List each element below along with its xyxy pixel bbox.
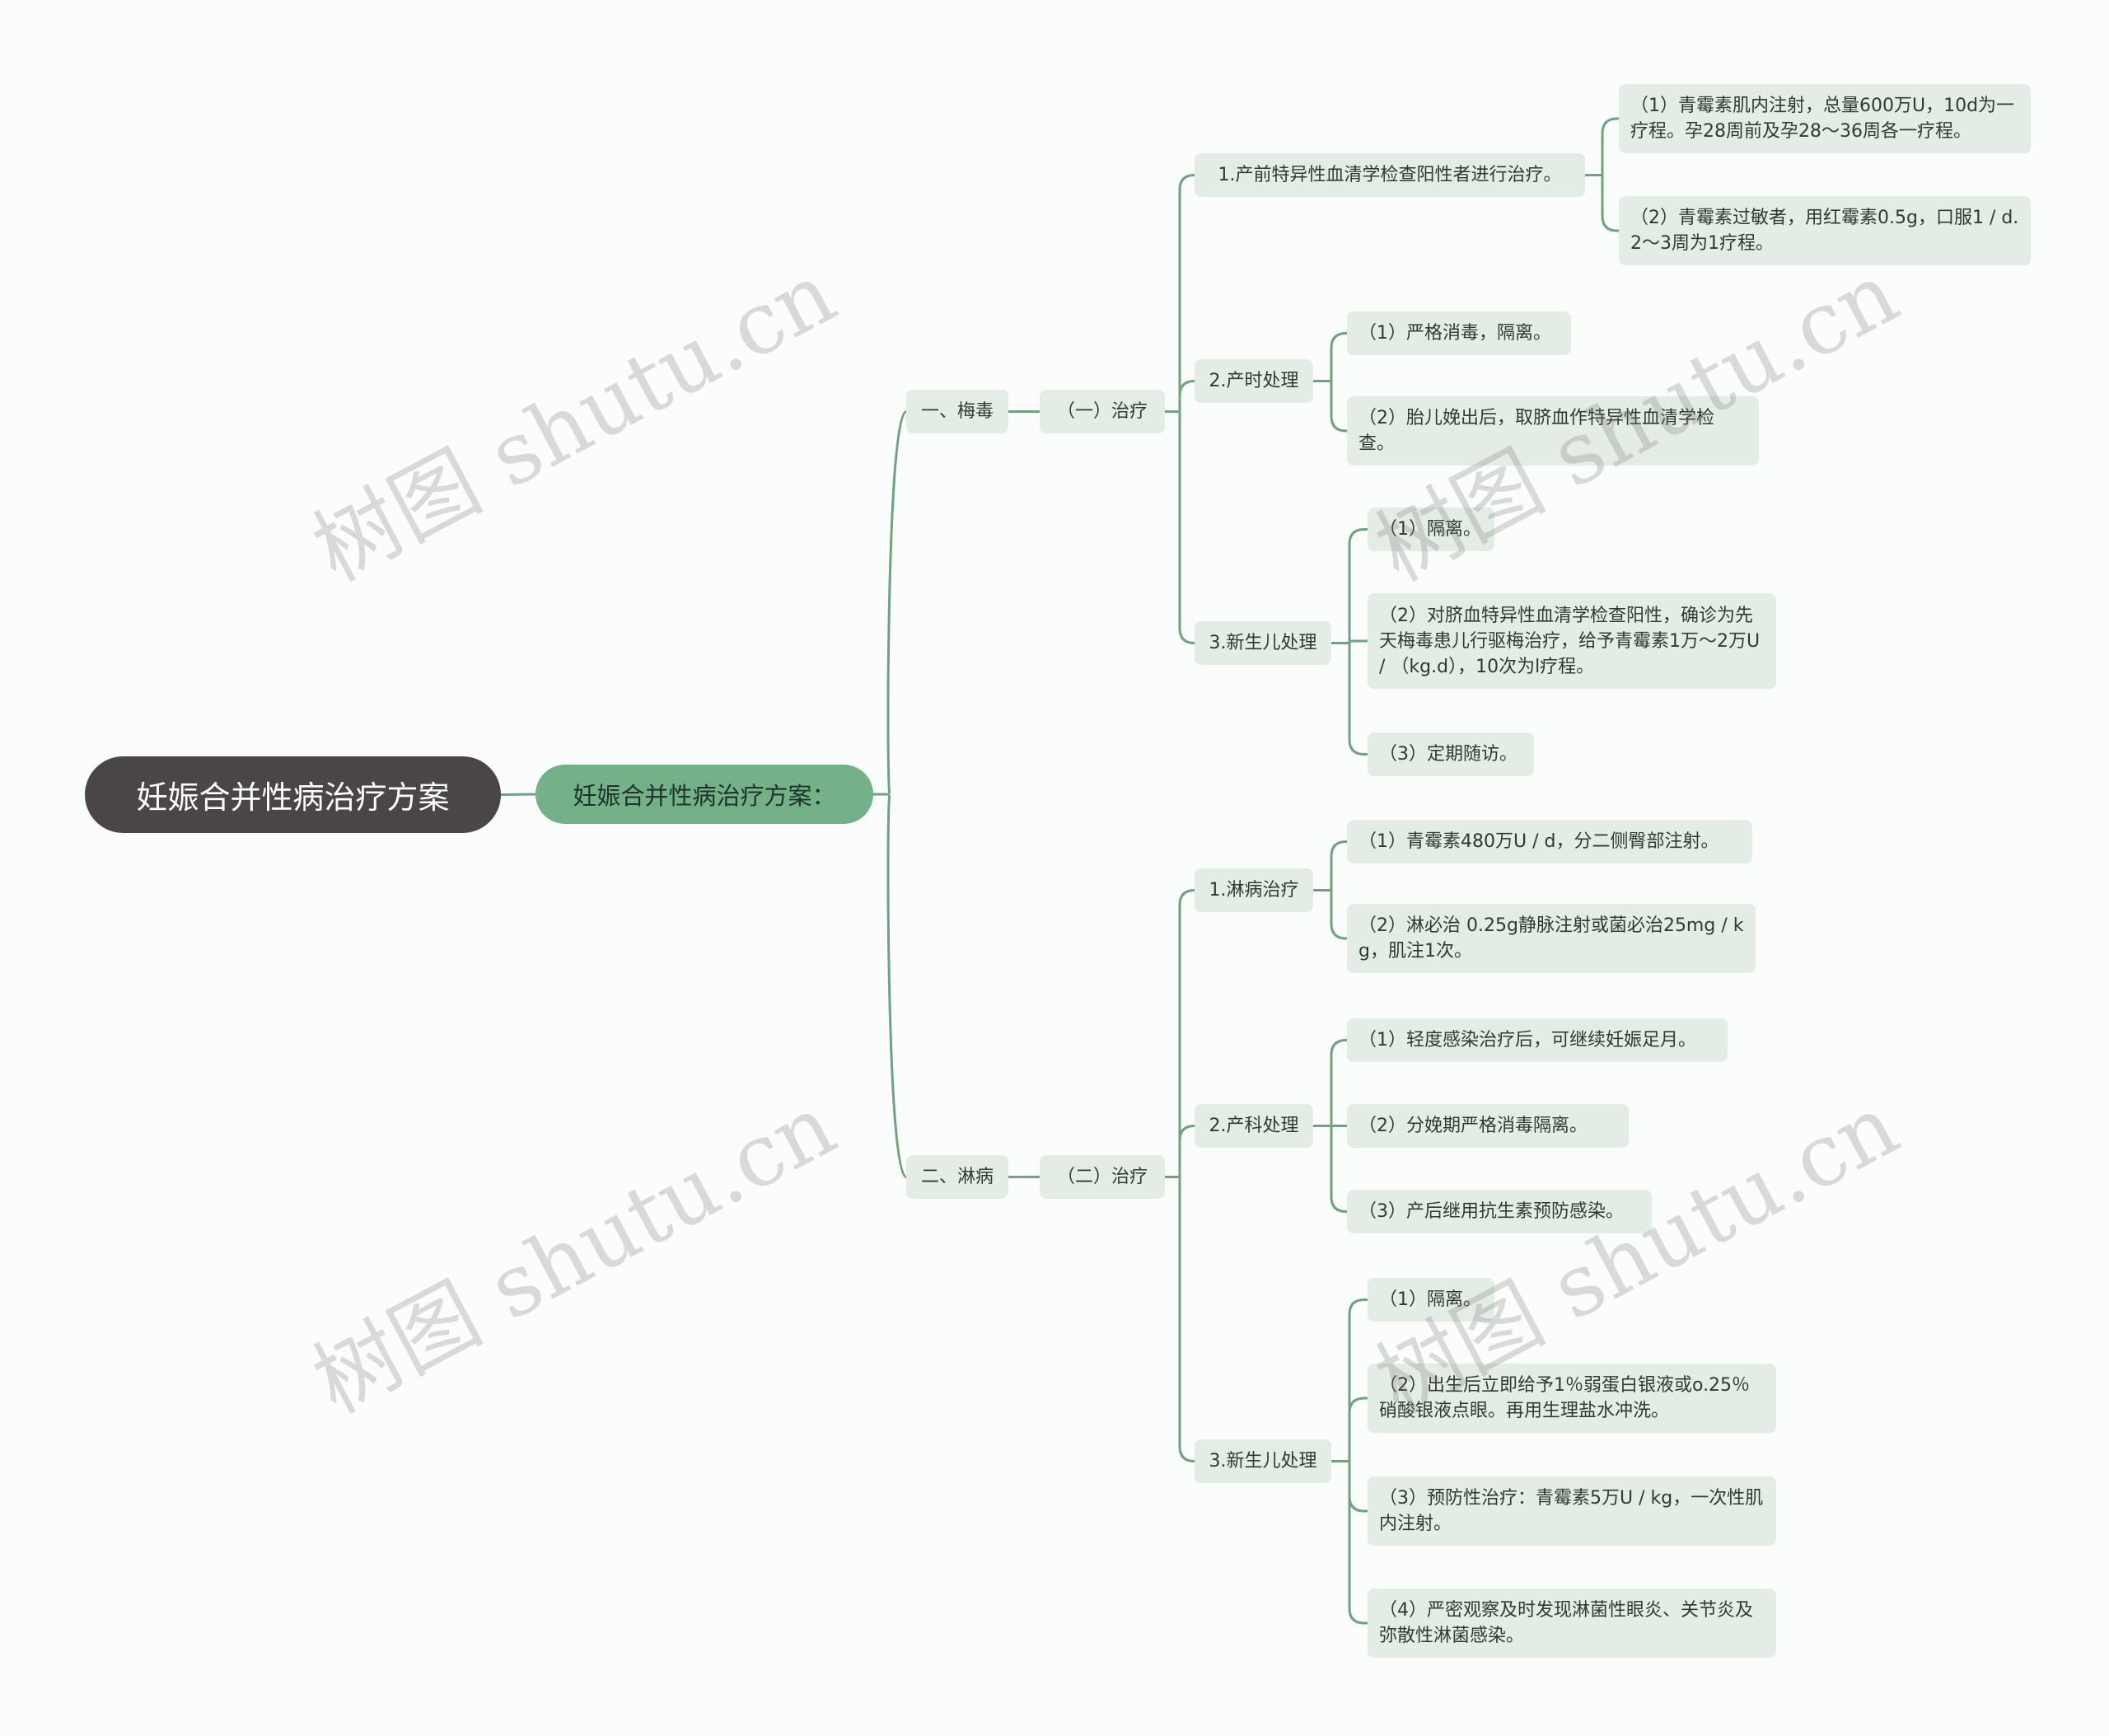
leaf-node[interactable]: （1）隔离。 (1368, 1278, 1494, 1322)
leaf-node[interactable]: （1）隔离。 (1368, 508, 1494, 551)
link-group-leaf (1330, 1039, 1347, 1126)
leaf-node[interactable]: （4）严密观察及时发现淋菌性眼炎、关节炎及弥散性淋菌感染。 (1368, 1589, 1776, 1658)
group-node[interactable]: 3.新生儿处理 (1195, 1439, 1331, 1483)
sub-node-syphilis-treatment[interactable]: （一）治疗 (1040, 390, 1165, 433)
link-group-leaf (1348, 639, 1368, 643)
leaf-node[interactable]: （3）定期随访。 (1368, 732, 1534, 776)
leaf-node[interactable]: （2）淋必治 0.25g静脉注射或菌必治25mg / kg，肌注1次。 (1347, 904, 1756, 973)
leaf-node[interactable]: （2）青霉素过敏者，用红霉素0.5g，口服1 / d.2～3周为1疗程。 (1619, 196, 2031, 265)
group-node[interactable]: 2.产科处理 (1195, 1104, 1313, 1148)
branch-node-gonorrhea[interactable]: 二、淋病 (906, 1155, 1008, 1199)
leaf-node[interactable]: （1）青霉素480万U / d，分二侧臀部注射。 (1347, 820, 1752, 863)
link-group-leaf (1348, 643, 1368, 756)
group-node[interactable]: 1.产前特异性血清学检查阳性者进行治疗。 (1195, 153, 1585, 197)
link-group-leaf (1348, 528, 1368, 643)
link-group-leaf (1330, 840, 1347, 891)
leaf-node[interactable]: （1）青霉素肌内注射，总量600万U，10d为一疗程。孕28周前及孕28～36周… (1619, 84, 2031, 153)
link-group-leaf (1601, 117, 1619, 175)
link-group-leaf (1601, 175, 1619, 232)
link-group-leaf (1330, 332, 1347, 381)
link-group-leaf (1348, 1298, 1368, 1462)
leaf-node[interactable]: （2）出生后立即给予1％弱蛋白银液或o.25％硝酸银液点眼。再用生理盐水冲洗。 (1368, 1364, 1776, 1433)
group-node[interactable]: 3.新生儿处理 (1195, 621, 1331, 665)
link-group-leaf (1330, 1125, 1347, 1213)
root-node[interactable]: 妊娠合并性病治疗方案 (85, 756, 501, 833)
link-hub-branch (886, 793, 908, 1178)
link-group-leaf (1348, 1461, 1368, 1513)
link-hub-branch (886, 410, 908, 796)
link-group-leaf (1348, 1461, 1368, 1625)
link-group-leaf (1330, 381, 1347, 433)
group-node[interactable]: 1.淋病治疗 (1195, 868, 1313, 912)
group-node[interactable]: 2.产时处理 (1195, 359, 1313, 403)
link-sub-group (1178, 889, 1195, 1177)
link-sub-group (1178, 174, 1195, 412)
leaf-node[interactable]: （1）轻度感染治疗后，可继续妊娠足月。 (1347, 1018, 1728, 1062)
hub-node[interactable]: 妊娠合并性病治疗方案： (535, 765, 873, 824)
link-sub-group (1178, 380, 1195, 412)
link-sub-group (1178, 1125, 1195, 1177)
leaf-node[interactable]: （1）严格消毒，隔离。 (1347, 311, 1571, 355)
link-group-leaf (1330, 890, 1347, 940)
sub-node-gonorrhea-treatment[interactable]: （二）治疗 (1040, 1155, 1165, 1199)
leaf-node[interactable]: （2）胎儿娩出后，取脐血作特异性血清学检查。 (1347, 396, 1759, 466)
link-root-hub (500, 793, 536, 796)
leaf-node[interactable]: （3）产后继用抗生素预防感染。 (1347, 1190, 1652, 1233)
link-sub-group (1178, 411, 1195, 644)
link-group-leaf (1348, 1397, 1368, 1462)
leaf-node[interactable]: （2）分娩期严格消毒隔离。 (1347, 1104, 1629, 1148)
branch-node-syphilis[interactable]: 一、梅毒 (906, 390, 1008, 433)
link-sub-group (1178, 1177, 1195, 1462)
leaf-node[interactable]: （3）预防性治疗：青霉素5万U / kg，一次性肌内注射。 (1368, 1476, 1776, 1546)
leaf-node[interactable]: （2）对脐血特异性血清学检查阳性，确诊为先天梅毒患儿行驱梅治疗，给予青霉素1万～… (1368, 593, 1776, 689)
